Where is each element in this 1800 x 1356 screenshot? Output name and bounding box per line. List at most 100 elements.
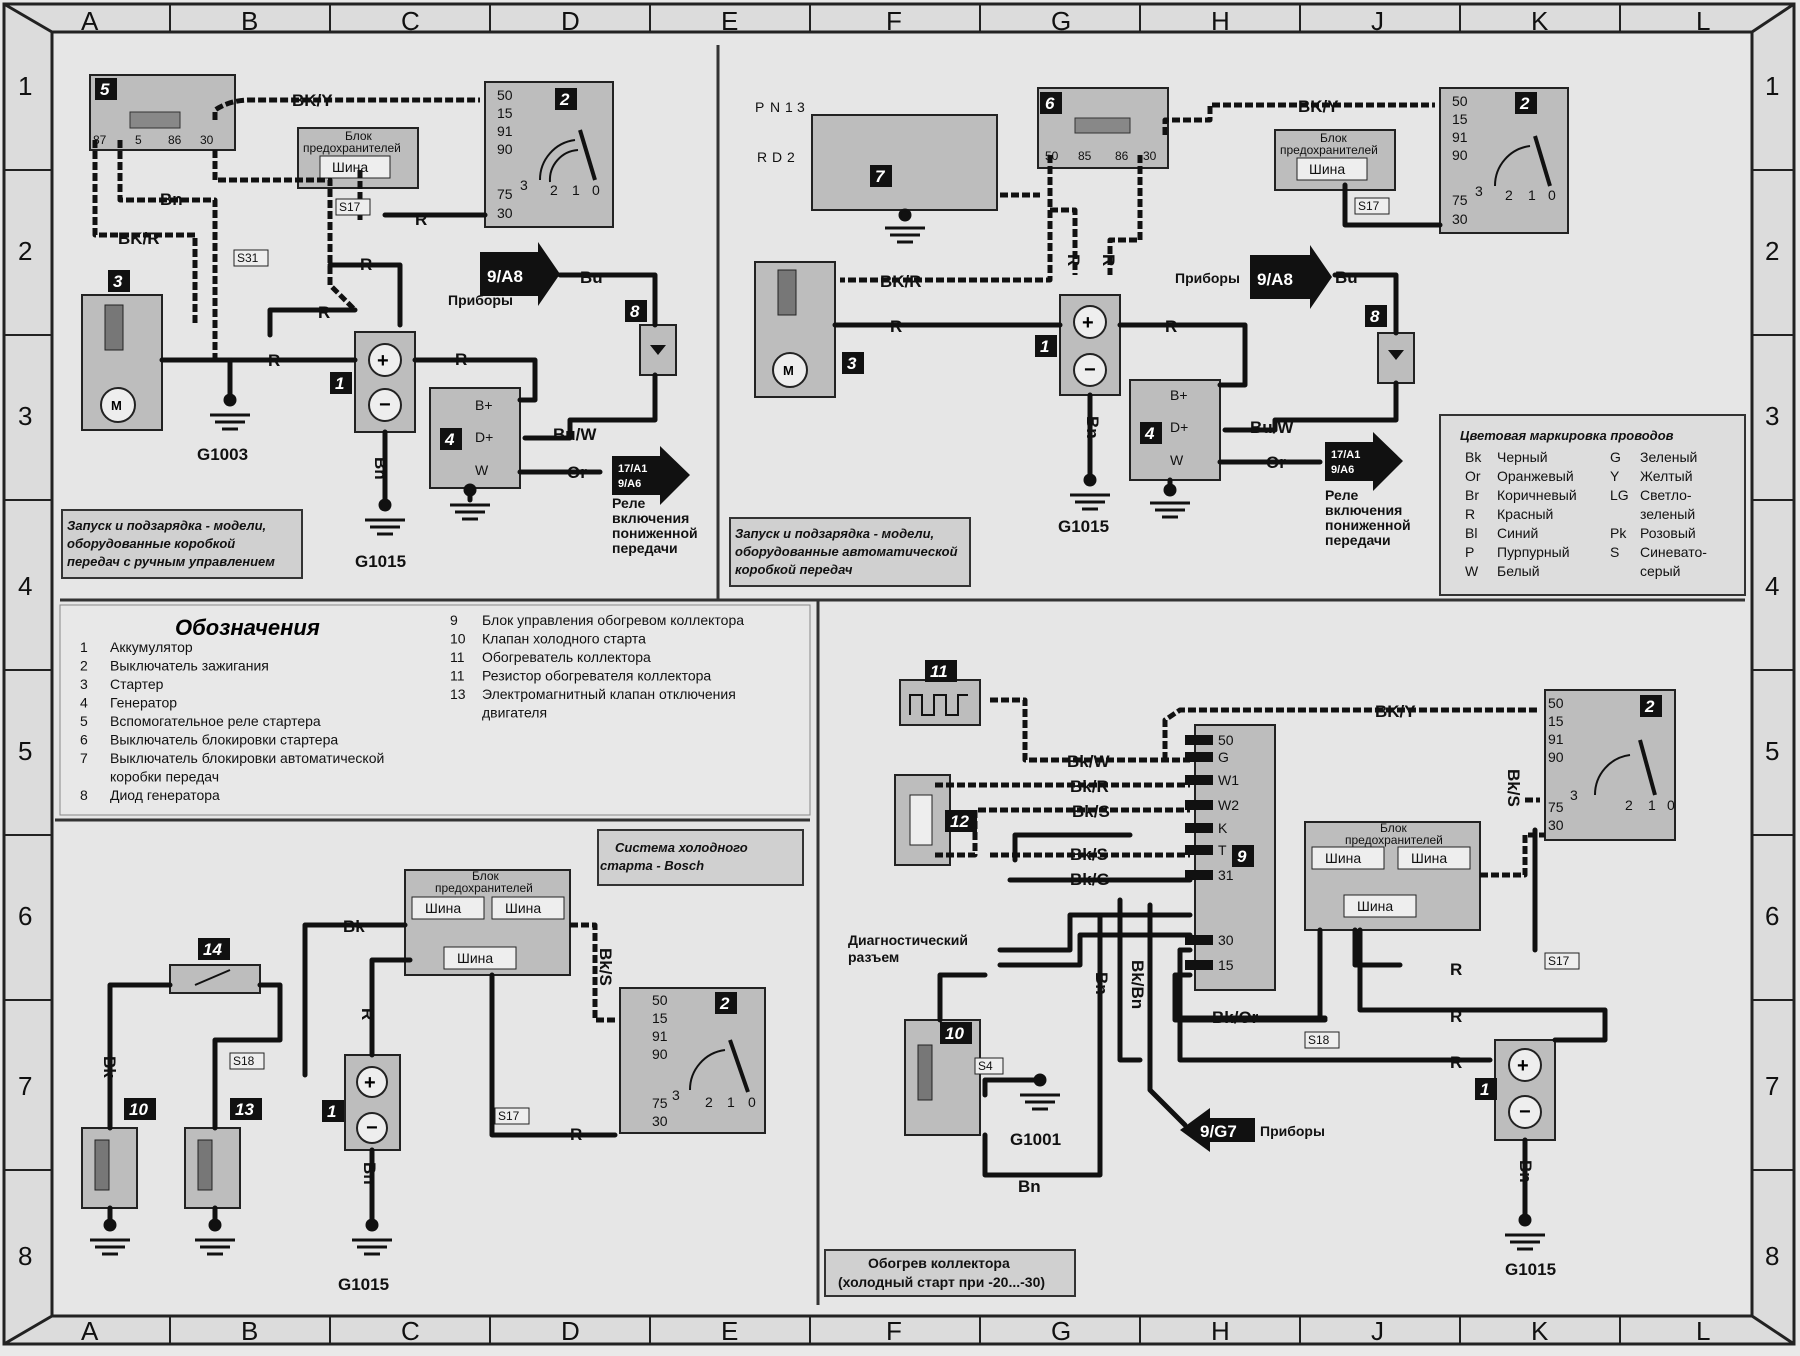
color-code: P	[1465, 544, 1474, 560]
svg-text:W: W	[1170, 452, 1184, 468]
legend-number: 4	[80, 695, 88, 711]
svg-text:1: 1	[572, 182, 580, 198]
svg-text:Or: Or	[567, 463, 587, 482]
svg-text:Bn: Bn	[1083, 416, 1102, 439]
pin-label: G	[1218, 749, 1229, 765]
grid-col-K: K	[1531, 6, 1549, 36]
svg-text:оборудованные коробкой: оборудованные коробкой	[67, 536, 235, 551]
svg-text:Шина: Шина	[1411, 850, 1447, 866]
svg-text:Or: Or	[1266, 453, 1286, 472]
legend-number: 1	[80, 639, 88, 655]
component-number: 2	[719, 994, 730, 1013]
component-number: 6	[1045, 94, 1055, 113]
legend-item: Стартер	[110, 676, 164, 692]
inhibitor-switch-7	[811, 114, 998, 211]
svg-text:Bk/G: Bk/G	[1070, 870, 1110, 889]
svg-text:Шина: Шина	[1325, 850, 1361, 866]
svg-text:G1015: G1015	[355, 552, 406, 571]
grid-col-B: B	[241, 1316, 258, 1346]
svg-text:(холодный старт при -20...-30): (холодный старт при -20...-30)	[838, 1274, 1045, 1290]
svg-text:0: 0	[1548, 187, 1556, 203]
component-badge-7	[870, 165, 892, 187]
svg-text:R: R	[890, 317, 902, 336]
svg-text:90: 90	[497, 141, 513, 157]
pin-15	[1185, 960, 1213, 970]
color-name: Синий	[1497, 525, 1538, 541]
svg-text:1: 1	[1528, 187, 1536, 203]
color-name: Синевато-	[1640, 544, 1707, 560]
svg-text:R: R	[455, 350, 467, 369]
svg-text:−: −	[1084, 359, 1096, 381]
grid-col-E: E	[721, 1316, 738, 1346]
svg-text:17/A1: 17/A1	[1331, 449, 1360, 461]
pin-G	[1185, 752, 1213, 762]
svg-text:N: N	[770, 99, 780, 115]
svg-text:Шина: Шина	[457, 950, 493, 966]
color-code: Y	[1610, 468, 1620, 484]
svg-text:S18: S18	[233, 1054, 255, 1068]
svg-text:BK/Y: BK/Y	[292, 91, 333, 110]
svg-text:86: 86	[168, 133, 182, 147]
svg-text:M: M	[111, 398, 122, 413]
legend-number: 2	[80, 658, 88, 674]
svg-text:30: 30	[1452, 211, 1468, 227]
pin-label: 31	[1218, 867, 1234, 883]
svg-text:85: 85	[1078, 149, 1092, 163]
color-code: Pk	[1610, 525, 1627, 541]
svg-text:R: R	[1450, 1053, 1462, 1072]
svg-text:Цветовая маркировка проводов: Цветовая маркировка проводов	[1460, 428, 1674, 443]
grid-col-K: K	[1531, 1316, 1549, 1346]
legend-item: двигателя	[482, 705, 547, 721]
grid-row-8: 8	[18, 1241, 32, 1271]
svg-text:1: 1	[727, 1094, 735, 1110]
svg-text:передачи: передачи	[612, 540, 678, 556]
svg-text:Блок: Блок	[1380, 821, 1408, 835]
component-number: 8	[1370, 307, 1380, 326]
pin-label: 30	[1218, 932, 1234, 948]
color-code: Br	[1465, 487, 1479, 503]
legend-number: 13	[450, 686, 466, 702]
svg-text:Bk/S: Bk/S	[596, 948, 615, 986]
svg-text:W: W	[475, 462, 489, 478]
grid-col-A: A	[81, 1316, 99, 1346]
legend-item: Выключатель блокировки автоматической	[110, 750, 384, 766]
svg-text:Запуск и подзарядка - модели,: Запуск и подзарядка - модели,	[67, 518, 266, 533]
svg-text:3: 3	[797, 99, 805, 115]
svg-text:S17: S17	[339, 200, 361, 214]
svg-text:2: 2	[705, 1094, 713, 1110]
svg-text:оборудованные автоматической: оборудованные автоматической	[735, 544, 958, 559]
legend-number: 9	[450, 612, 458, 628]
legend-item: Обогреватель коллектора	[482, 649, 651, 665]
svg-text:S18: S18	[1308, 1033, 1330, 1047]
component-badge-9	[1232, 845, 1254, 867]
svg-text:0: 0	[1667, 797, 1675, 813]
svg-text:9/A8: 9/A8	[487, 267, 523, 286]
component-number: 9	[1237, 847, 1247, 866]
component-number: 8	[630, 302, 640, 321]
grid-row-8: 8	[1765, 1241, 1779, 1271]
legend-number: 7	[80, 750, 88, 766]
svg-text:9/A6: 9/A6	[618, 478, 641, 490]
grid-col-G: G	[1051, 1316, 1071, 1346]
component-badge-2	[1640, 695, 1662, 717]
grid-row-3: 3	[18, 401, 32, 431]
component-number: 3	[847, 354, 857, 373]
color-name: Коричневый	[1497, 487, 1577, 503]
legend-number: 8	[80, 787, 88, 803]
svg-text:30: 30	[497, 205, 513, 221]
component-badge-11	[925, 660, 957, 682]
legend-item: Диод генератора	[110, 787, 220, 803]
svg-text:Bk: Bk	[100, 1056, 119, 1078]
grid-col-D: D	[561, 1316, 580, 1346]
svg-text:R: R	[268, 351, 280, 370]
component-badge-1	[1035, 335, 1057, 357]
component-number: 12	[950, 812, 969, 831]
pin-label: T	[1218, 842, 1227, 858]
pin-T	[1185, 845, 1213, 855]
svg-text:Bk/Bn: Bk/Bn	[1128, 960, 1147, 1009]
